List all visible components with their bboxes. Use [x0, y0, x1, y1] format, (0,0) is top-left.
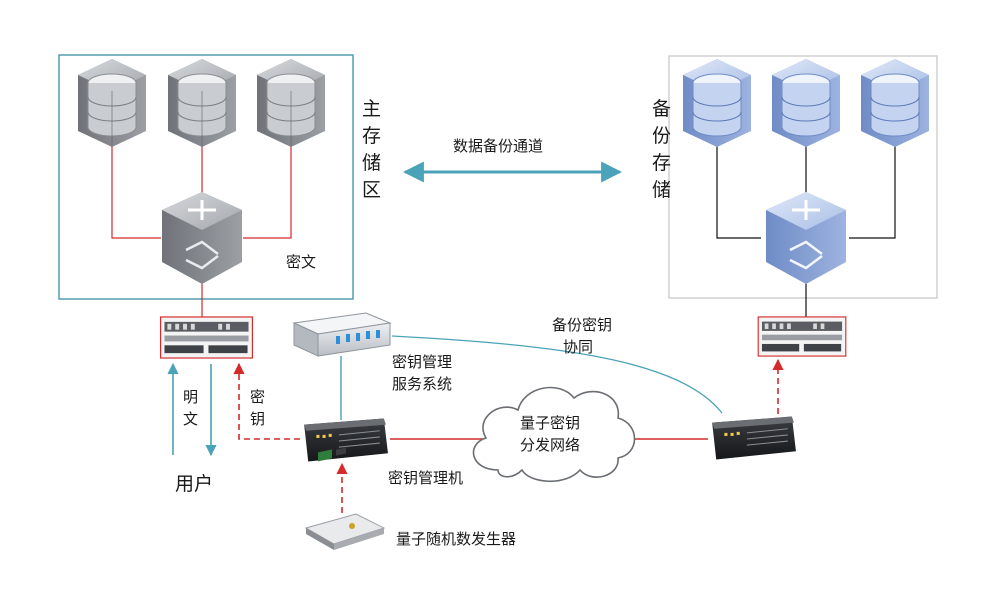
- database-icon: [256, 58, 326, 148]
- database-icon: [771, 58, 841, 148]
- plaintext-label-2: 文: [183, 410, 198, 428]
- kms-label-2: 服务系统: [392, 375, 452, 393]
- database-icon: [682, 58, 752, 148]
- key-dashed-arrow: [233, 362, 300, 440]
- circuit-board-icon: [304, 447, 386, 550]
- key-sync-label-1: 备份密钥: [552, 316, 612, 334]
- encryptor-icon: [159, 316, 254, 359]
- key-label-2: 钥: [250, 410, 265, 428]
- key-manager-label: 密钥管理机: [388, 469, 463, 487]
- kms-server-icon: [292, 312, 392, 357]
- switch-icon: [160, 190, 244, 286]
- backup-links: [716, 140, 896, 318]
- user-label: 用户: [175, 473, 213, 495]
- key-sync-label-2: 协同: [563, 338, 593, 356]
- ciphertext-label: 密文: [286, 253, 316, 271]
- key-label-1: 密: [250, 388, 265, 406]
- backup-channel-label: 数据备份通道: [453, 137, 543, 155]
- qrng-label: 量子随机数发生器: [396, 530, 516, 548]
- cloud-icon: [472, 386, 636, 482]
- qkd-network-label-1: 量子密钥: [520, 414, 580, 432]
- remote-key-manager-server-icon: [711, 416, 797, 460]
- database-icon: [860, 58, 930, 148]
- database-icon: [167, 58, 237, 148]
- primary-storage-frame: [58, 54, 354, 300]
- plaintext-label-1: 明: [183, 388, 198, 406]
- qkd-network-label-2: 分发网络: [520, 436, 580, 454]
- primary-storage-label-1: 主存储区: [362, 98, 381, 201]
- key-manager-server-icon: [303, 418, 389, 462]
- kms-label-1: 密钥管理: [392, 353, 452, 371]
- database-icon: [77, 58, 147, 148]
- switch-icon: [764, 190, 848, 286]
- encryptor-icon: [757, 316, 847, 357]
- primary-links: [111, 140, 292, 318]
- key-sync-curve: [391, 335, 723, 414]
- backup-storage-frame: [668, 55, 938, 299]
- backup-storage-label: 备份存储: [652, 98, 671, 201]
